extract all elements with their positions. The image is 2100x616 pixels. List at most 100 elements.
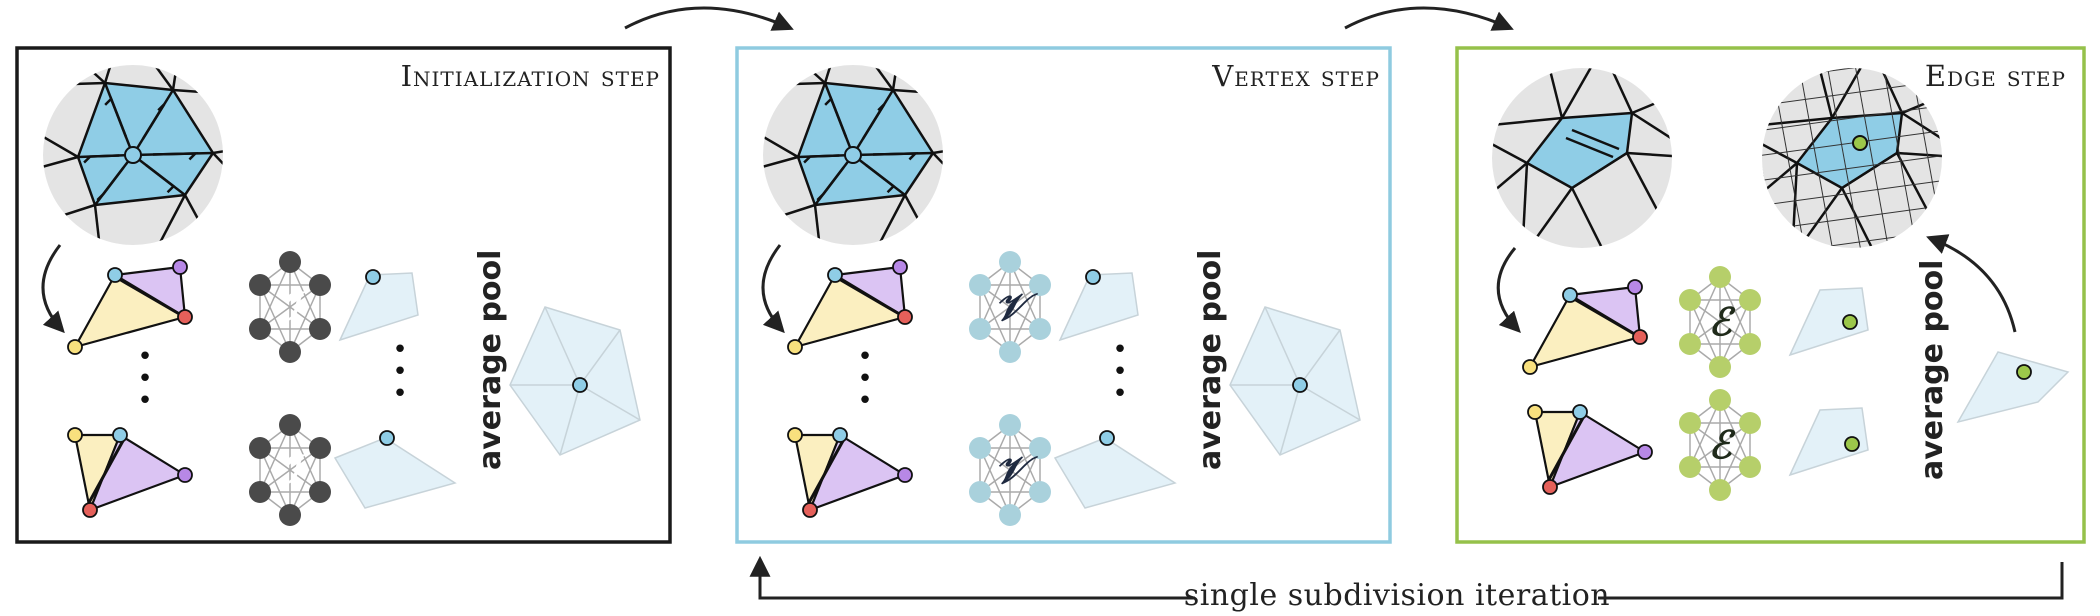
face-dot — [1099, 430, 1115, 446]
fine-mesh-edge — [1851, 68, 1893, 248]
network-connection — [259, 447, 321, 493]
ellipsis-dot-init-right: • — [392, 335, 407, 365]
network-node — [279, 251, 301, 273]
mesh-edge — [823, 65, 845, 84]
pooled-edge — [544, 306, 581, 386]
network-connection — [259, 284, 321, 330]
mesh-edge — [43, 84, 45, 126]
face-dot — [2016, 364, 2032, 380]
half-edge-arrow — [1544, 415, 1586, 486]
mesh-edge — [243, 95, 263, 145]
network-node — [249, 481, 271, 503]
face-glyph-edge-pooled — [1956, 351, 2070, 424]
mesh-edge — [963, 95, 983, 145]
vertex-dot — [82, 502, 98, 518]
face-glyph-edge-top — [1788, 287, 1869, 357]
mesh-disc-edge-input — [1492, 68, 1672, 248]
mesh-edge — [1870, 68, 1904, 114]
vertex-dot — [787, 427, 803, 443]
vertex-dot — [787, 339, 803, 355]
mesh-edge — [171, 65, 185, 91]
vertex-dot — [802, 502, 818, 518]
vertex-dot — [827, 267, 843, 283]
mesh-edge — [62, 65, 106, 84]
mesh-edge — [782, 65, 826, 84]
pooled-edge — [1279, 384, 1301, 456]
vertex-dot — [67, 339, 83, 355]
mesh-disc-vertex — [763, 65, 983, 245]
network-node — [249, 274, 271, 296]
network-node — [309, 274, 331, 296]
half-edge-arrow — [838, 277, 902, 317]
mesh-edge — [861, 194, 907, 245]
network-node — [1709, 389, 1731, 411]
network-connection — [1009, 447, 1041, 516]
face — [1058, 272, 1139, 342]
network-node — [999, 504, 1021, 526]
center-vertex — [844, 146, 862, 164]
vertex-dot — [1522, 359, 1538, 375]
fine-mesh-edge — [1762, 152, 1942, 184]
half-edge-arrow — [96, 166, 125, 201]
mesh-edge — [1600, 68, 1634, 114]
half-edge-arrow — [145, 164, 176, 194]
mesh-edge — [1626, 151, 1672, 160]
mesh-edge — [1841, 151, 1898, 190]
network-node — [309, 437, 331, 459]
vertex-dot — [67, 427, 83, 443]
average-pool-label-edge: average pool — [1915, 260, 1950, 480]
network-node — [969, 318, 991, 340]
network-node — [1709, 266, 1731, 288]
mesh-edge — [1540, 68, 1564, 119]
half-edge-arrow — [861, 103, 886, 140]
pooled-edge — [559, 384, 581, 456]
mesh-edge — [1810, 68, 1834, 119]
mesh-edge — [932, 143, 943, 155]
pooled-vertex — [572, 377, 588, 393]
half-edge-arrow — [83, 154, 120, 164]
face-dot — [365, 269, 381, 285]
network-node — [279, 504, 301, 526]
network-node — [1739, 289, 1761, 311]
mesh-edge — [212, 152, 223, 196]
ellipsis-dot-vertex-right: • — [1112, 335, 1127, 365]
ellipsis-dot-vertex-left: • — [857, 386, 872, 416]
triangle-pair-edge-bottom — [1527, 404, 1653, 495]
half-edge-arrow — [865, 164, 896, 194]
network-node — [1679, 412, 1701, 434]
network-node — [969, 437, 991, 459]
ellipsis-dot-vertex-left: • — [857, 364, 872, 394]
vertex-step-title: Vertex step — [1211, 59, 1380, 93]
face-dot — [1844, 436, 1860, 452]
mesh-edge — [932, 152, 943, 196]
face-dot — [379, 430, 395, 446]
initialization-panel-content: ℐ••••••ℐ — [41, 65, 641, 526]
mesh-edge — [141, 194, 187, 245]
mesh-edge — [43, 155, 79, 177]
pooled-edge — [1299, 384, 1361, 421]
pooled-edge — [1299, 329, 1341, 386]
half-edge-arrow — [84, 438, 126, 509]
edge-step-title: Edge step — [1925, 59, 2066, 93]
network-connection — [1689, 422, 1751, 468]
network-vertex-top: 𝒱 — [969, 251, 1051, 363]
network-node — [279, 414, 301, 436]
mesh-edge — [1570, 187, 1614, 248]
vertex-dot — [1572, 404, 1588, 420]
vertex-dot — [177, 467, 193, 483]
mesh-edge — [131, 65, 175, 91]
vertex-dot — [1562, 287, 1578, 303]
face-glyph-init-bottom — [333, 430, 457, 509]
network-node — [1679, 333, 1701, 355]
mesh-disc-init — [43, 65, 263, 245]
vertex-dot — [897, 309, 913, 325]
ellipsis-dot-vertex-right: • — [1112, 357, 1127, 387]
network-node — [249, 437, 271, 459]
mesh-edge — [763, 155, 799, 177]
pooled-edge — [579, 329, 621, 386]
vertex-dot — [892, 259, 908, 275]
mesh-edge — [891, 65, 905, 91]
network-node — [1739, 456, 1761, 478]
ellipsis-dot-init-right: • — [392, 357, 407, 387]
face-dot — [1842, 314, 1858, 330]
